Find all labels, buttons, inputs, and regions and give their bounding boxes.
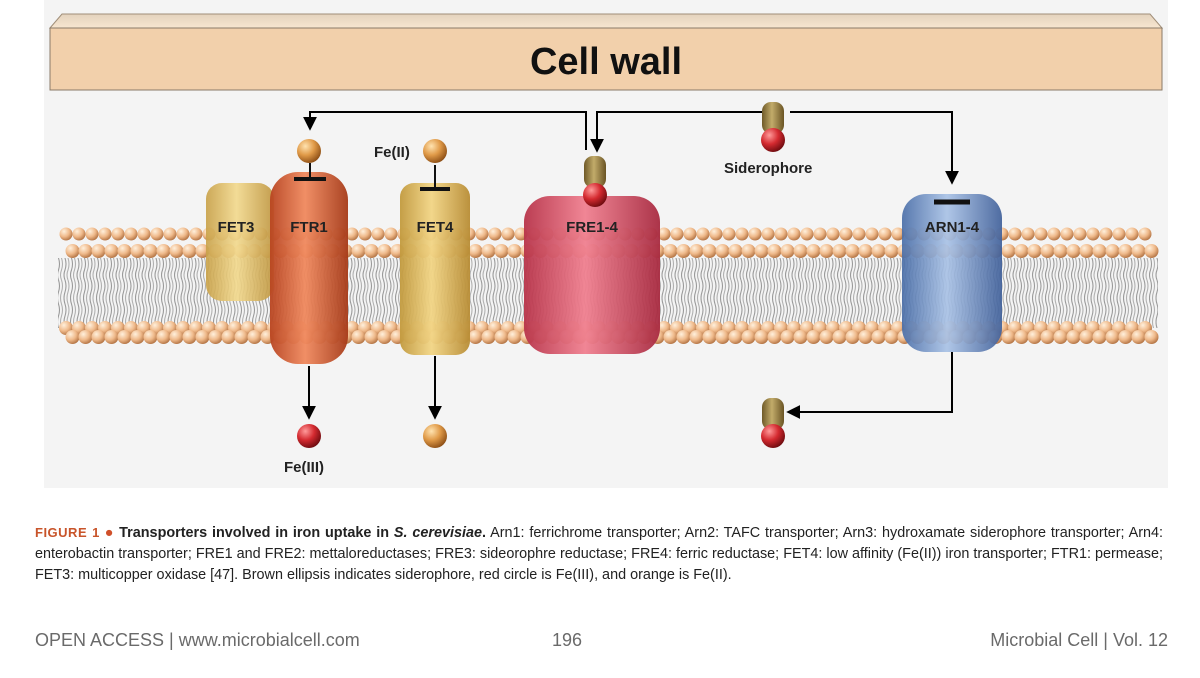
- figure-title-start: Transporters involved in iron uptake in: [119, 525, 394, 541]
- fre-label: FRE1-4: [566, 219, 618, 236]
- fe2-ion: [423, 139, 447, 163]
- fet4-label: FET4: [417, 219, 454, 236]
- figure-dot-icon: ●: [104, 525, 115, 541]
- figure-caption: FIGURE 1 ● Transporters involved in iron…: [35, 522, 1163, 586]
- ftr1-protein: FTR1: [270, 163, 348, 364]
- fe2-label: Fe(II): [374, 144, 410, 161]
- figure-number: FIGURE 1: [35, 525, 100, 540]
- footer-volume: Microbial Cell | Vol. 12: [990, 630, 1168, 650]
- arn-label: ARN1-4: [925, 219, 980, 236]
- siderophore-fe3-complex: [761, 102, 785, 152]
- siderophore-fe3-complex: [761, 398, 785, 448]
- cell-wall-label: Cell wall: [530, 41, 682, 83]
- arrow-to-fre: [590, 111, 764, 153]
- fe3-ion: [297, 424, 321, 448]
- siderophore-label: Siderophore: [724, 160, 812, 177]
- iron-uptake-diagram: Cell wall FET3 FTR1 FET4 FRE1-4 ARN1-4: [48, 13, 1164, 476]
- fe2-ion: [297, 139, 321, 163]
- figure-title-end: .: [482, 525, 487, 541]
- arn-protein: ARN1-4: [902, 194, 1002, 352]
- figure-panel: Cell wall FET3 FTR1 FET4 FRE1-4 ARN1-4: [44, 0, 1168, 488]
- fe3-label: Fe(III): [284, 459, 324, 476]
- pathway-arrows: [302, 111, 959, 420]
- fet3-label: FET3: [218, 219, 255, 236]
- arrow-arn-inward: [786, 352, 953, 419]
- fet3-protein: FET3: [206, 183, 274, 301]
- footer-journal-link: OPEN ACCESS | www.microbialcell.com: [35, 630, 360, 650]
- arrow-to-arn: [790, 111, 959, 185]
- fre-protein: FRE1-4: [524, 196, 660, 354]
- fe2-ion: [423, 424, 447, 448]
- page-number: 196: [551, 630, 583, 650]
- siderophore-fe3-complex: [583, 156, 607, 207]
- arrow-to-ftr1: [303, 111, 587, 150]
- fet4-protein: FET4: [400, 165, 470, 355]
- figure-caption-body: Arn1: ferrichrome transporter; Arn2: TAF…: [35, 525, 1163, 583]
- cell-wall: Cell wall: [48, 13, 1164, 91]
- figure-title-species: S. cerevisiae: [393, 525, 483, 541]
- ftr1-label: FTR1: [290, 219, 328, 236]
